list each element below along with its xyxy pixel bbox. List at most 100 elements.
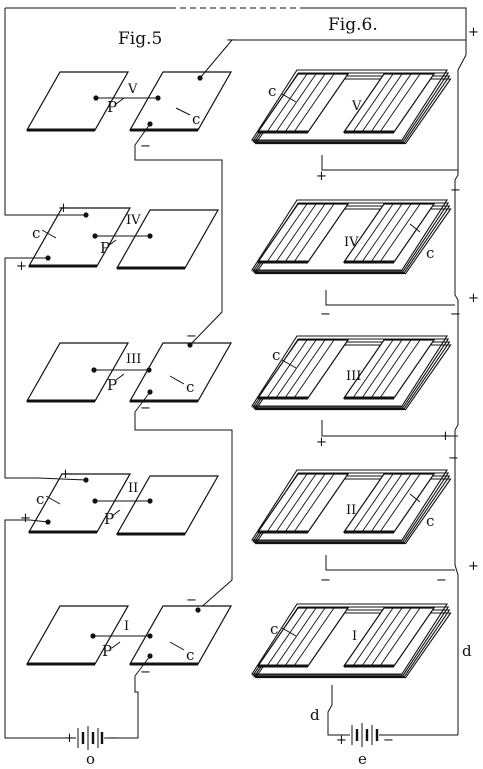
hatch-line: [266, 607, 308, 667]
fig6-right-rail: [454, 54, 467, 735]
plate-label-c: c: [32, 224, 40, 242]
hatch-line: [370, 73, 412, 133]
hatch-line: [284, 473, 326, 533]
hatch-line: [266, 203, 308, 263]
fig6-wire: [325, 555, 455, 571]
plus-sign: +: [468, 291, 479, 306]
plus-sign: +: [60, 467, 71, 482]
minus-sign: −: [383, 733, 394, 748]
plate-label-c: c: [192, 110, 200, 128]
hatch-line: [352, 73, 394, 133]
plate-label-c: c: [186, 646, 194, 664]
plate-outline: [342, 473, 436, 533]
coil-label-c: c: [272, 346, 280, 364]
roman-label: V: [127, 82, 138, 97]
fig6-battery: + − e: [336, 723, 394, 768]
hatched-plate-left: [256, 203, 350, 264]
hatch-line: [352, 607, 394, 667]
hatch-line: [361, 473, 403, 533]
roman-label: I: [124, 619, 129, 634]
hatch-line: [275, 73, 317, 133]
fig5-battery: + − o: [62, 726, 119, 768]
roman-label: I: [352, 629, 357, 644]
fig6-coil-unit: [250, 69, 452, 145]
hatch-line: [293, 73, 335, 133]
roman-label: IV: [126, 213, 141, 228]
fig5-left-rail-mid: [4, 257, 38, 479]
plate-label-c: c: [186, 378, 194, 396]
hatched-plate-right: [342, 607, 436, 668]
plate-label-c: c: [36, 490, 44, 508]
plate-label-p: P: [104, 510, 114, 528]
fig6-coil-unit: [250, 199, 452, 275]
plus-sign: +: [64, 731, 75, 746]
roman-label: V: [351, 99, 362, 114]
plate-label-p: P: [107, 376, 117, 394]
plate-label-p: P: [102, 642, 112, 660]
label-pointer: [281, 93, 297, 103]
secondary-frame: [250, 199, 449, 271]
fig6-coil-unit: [250, 335, 452, 411]
minus-sign: −: [108, 731, 119, 746]
plate-c: [27, 207, 132, 267]
hatch-line: [275, 339, 317, 399]
battery-label-o: o: [86, 750, 95, 768]
minus-sign: −: [450, 183, 461, 198]
hatch-line: [352, 473, 394, 533]
hatch-line: [266, 73, 308, 133]
plus-sign: +: [58, 201, 69, 216]
hatch-line: [293, 473, 335, 533]
coil-groups: [250, 69, 452, 679]
hatched-plate-left: [256, 473, 350, 534]
hatch-line: [275, 607, 317, 667]
hatch-line: [379, 73, 421, 133]
hatch-line: [370, 607, 412, 667]
coil-label-c: c: [426, 244, 434, 262]
hatched-plate-right: [342, 203, 436, 264]
plus-sign: +: [316, 169, 327, 184]
hatch-line: [361, 73, 403, 133]
plus-sign: +: [16, 259, 27, 274]
hatch-line: [293, 607, 335, 667]
hatch-line: [266, 339, 308, 399]
hatch-line: [266, 473, 308, 533]
hatched-plate-left: [256, 607, 350, 668]
coil-label-c: c: [268, 82, 276, 100]
plate-label-p: P: [107, 98, 117, 116]
coil-label-c: c: [270, 620, 278, 638]
hatch-line: [379, 203, 421, 263]
plus-sign: +: [336, 733, 347, 748]
roman-label: III: [346, 369, 361, 384]
hatch-line: [361, 339, 403, 399]
fig5-unit-iii: III P c − −: [25, 329, 233, 416]
fig6-coil-unit: [250, 603, 452, 679]
minus-sign: −: [186, 329, 197, 344]
label-pointer: [281, 627, 297, 637]
minus-sign: −: [186, 593, 197, 608]
hatch-line: [379, 339, 421, 399]
roman-label: II: [346, 503, 356, 518]
hatch-line: [379, 473, 421, 533]
plate-label-p: P: [100, 239, 110, 257]
hatch-line: [284, 73, 326, 133]
secondary-frame: [250, 603, 449, 675]
plate-outline: [256, 473, 350, 533]
minus-sign: −: [320, 573, 331, 588]
hatch-line: [293, 339, 335, 399]
roman-label: III: [126, 352, 141, 367]
plus-sign: +: [20, 511, 31, 526]
fig6-wire-d: [327, 685, 345, 736]
fig5-unit-i: I P c − −: [25, 593, 233, 680]
plate-outline: [342, 607, 436, 667]
minus-sign: −: [450, 307, 461, 322]
minus-sign: −: [226, 33, 237, 48]
fig6-diagram: + + + + d V c IV c III c II c I c + − − …: [250, 25, 479, 768]
hatch-line: [352, 339, 394, 399]
hatch-line: [284, 607, 326, 667]
fig5-unit-v: V P c: [25, 71, 233, 132]
hatch-line: [361, 203, 403, 263]
hatch-line: [370, 203, 412, 263]
label-pointer: [409, 493, 421, 503]
hatched-plate-left: [256, 73, 350, 134]
